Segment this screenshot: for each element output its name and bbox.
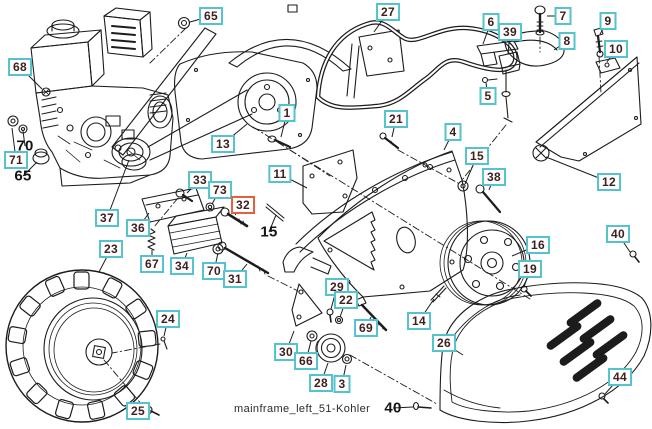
callout-71[interactable]: 71 bbox=[4, 151, 28, 169]
callout-40[interactable]: 40 bbox=[606, 225, 630, 243]
callout-6[interactable]: 6 bbox=[482, 13, 500, 31]
callout-67[interactable]: 67 bbox=[140, 255, 164, 273]
leader-line-70 bbox=[22, 130, 26, 147]
callout-28[interactable]: 28 bbox=[309, 374, 333, 392]
callout-25[interactable]: 25 bbox=[126, 402, 150, 420]
callout-21[interactable]: 21 bbox=[384, 110, 408, 128]
callout-32[interactable]: 32 bbox=[231, 196, 255, 214]
callout-12[interactable]: 12 bbox=[597, 173, 621, 191]
idler-pulley-illustration bbox=[306, 285, 447, 365]
callout-40: 40 bbox=[384, 399, 402, 417]
frame-and-shield-illustration bbox=[111, 4, 405, 156]
assembly-axis-lines bbox=[103, 27, 602, 407]
transmission-illustration bbox=[174, 51, 318, 160]
callout-26[interactable]: 26 bbox=[432, 334, 456, 352]
callout-27[interactable]: 27 bbox=[376, 3, 400, 21]
callout-22[interactable]: 22 bbox=[334, 291, 358, 309]
leader-line-65 bbox=[22, 161, 38, 177]
callout-13[interactable]: 13 bbox=[211, 135, 235, 153]
callout-65: 65 bbox=[14, 167, 32, 185]
mainframe-panel-illustration bbox=[282, 149, 468, 327]
wheel-illustration bbox=[5, 269, 168, 423]
callout-16[interactable]: 16 bbox=[526, 236, 550, 254]
callout-34[interactable]: 34 bbox=[170, 257, 194, 275]
callout-66[interactable]: 66 bbox=[294, 352, 318, 370]
callout-39[interactable]: 39 bbox=[498, 23, 522, 41]
callout-44[interactable]: 44 bbox=[608, 368, 632, 386]
callout-3[interactable]: 3 bbox=[333, 375, 351, 393]
callout-14[interactable]: 14 bbox=[407, 312, 431, 330]
figure-caption: mainframe_left_51-Kohler bbox=[234, 403, 371, 415]
callout-65[interactable]: 65 bbox=[199, 7, 223, 25]
callout-31[interactable]: 31 bbox=[223, 270, 247, 288]
callout-19[interactable]: 19 bbox=[518, 260, 542, 278]
callout-73[interactable]: 73 bbox=[208, 181, 232, 199]
callout-70: 70 bbox=[16, 137, 34, 155]
callout-5[interactable]: 5 bbox=[479, 87, 497, 105]
callout-15: 15 bbox=[260, 223, 278, 241]
callout-7[interactable]: 7 bbox=[554, 7, 572, 25]
callout-33[interactable]: 33 bbox=[188, 171, 212, 189]
small-fasteners-illustration bbox=[7, 16, 502, 411]
callout-11[interactable]: 11 bbox=[268, 165, 292, 183]
callout-10[interactable]: 10 bbox=[604, 40, 628, 58]
callout-36[interactable]: 36 bbox=[126, 219, 150, 237]
bracket-hardware-illustration bbox=[141, 187, 285, 275]
callout-69[interactable]: 69 bbox=[354, 319, 378, 337]
callout-4[interactable]: 4 bbox=[444, 123, 462, 141]
callout-30[interactable]: 30 bbox=[274, 343, 298, 361]
depth-stake-illustration bbox=[476, 5, 565, 123]
leader-line-40 bbox=[392, 406, 414, 409]
callout-24[interactable]: 24 bbox=[156, 310, 180, 328]
callout-23[interactable]: 23 bbox=[99, 240, 123, 258]
callout-37[interactable]: 37 bbox=[95, 209, 119, 227]
callout-15[interactable]: 15 bbox=[465, 147, 489, 165]
callout-8[interactable]: 8 bbox=[558, 32, 576, 50]
callout-9[interactable]: 9 bbox=[599, 12, 617, 30]
callout-1[interactable]: 1 bbox=[278, 104, 296, 122]
leader-line-15 bbox=[268, 214, 277, 233]
side-cover-illustration bbox=[439, 250, 652, 424]
callout-38[interactable]: 38 bbox=[482, 168, 506, 186]
callout-68[interactable]: 68 bbox=[8, 58, 32, 76]
leader-line-37 bbox=[106, 159, 130, 219]
engine-illustration bbox=[30, 7, 253, 187]
